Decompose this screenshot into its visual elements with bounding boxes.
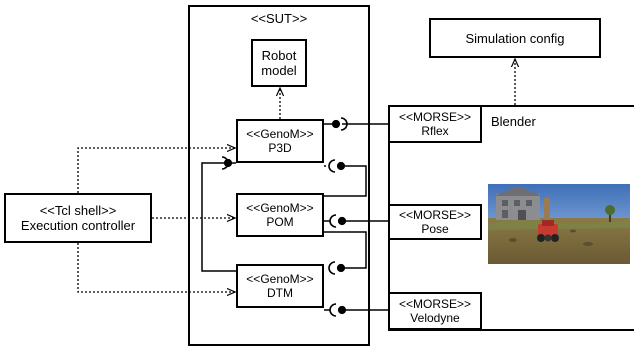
link-pom-to-p3d (324, 165, 367, 197)
genom-dtm-stereotype: <<GenoM>> (246, 272, 314, 286)
robot-model-line1: Robot (261, 48, 297, 63)
morse-velodyne-name: Velodyne (410, 311, 460, 325)
genom-p3d-box: <<GenoM>> P3D (236, 119, 324, 163)
genom-pom-name: POM (266, 215, 294, 229)
simulation-config-label: Simulation config (465, 30, 565, 46)
genom-p3d-name: P3D (268, 141, 292, 155)
morse-pose-stereotype: <<MORSE>> (398, 208, 472, 222)
morse-pose-box: <<MORSE>> Pose (388, 204, 482, 240)
simulation-config-box: Simulation config (429, 18, 601, 58)
morse-velodyne-stereotype: <<MORSE>> (398, 297, 472, 311)
morse-rflex-name: Rflex (421, 124, 449, 138)
genom-p3d-stereotype: <<GenoM>> (246, 127, 314, 141)
simulation-scene-image (488, 184, 630, 264)
dependency-arrow-dtm (77, 243, 235, 292)
execution-controller-name: Execution controller (20, 218, 136, 233)
required-interface-icon (328, 261, 336, 275)
genom-dtm-box: <<GenoM>> DTM (236, 264, 324, 308)
morse-rflex-box: <<MORSE>> Rflex (388, 105, 482, 143)
required-interface-icon (328, 159, 336, 173)
robot-model-line2: model (261, 63, 297, 78)
morse-rflex-stereotype: <<MORSE>> (398, 110, 472, 124)
simulation-scene-drawing (488, 184, 630, 264)
genom-pom-box: <<GenoM>> POM (236, 193, 324, 237)
genom-dtm-name: DTM (267, 286, 293, 300)
required-interface-icon (329, 303, 337, 317)
solid-links (201, 123, 388, 311)
link-dtm-to-p3d (201, 162, 236, 272)
provided-interface-icon (337, 305, 347, 315)
execution-controller-stereotype: <<Tcl shell>> (39, 203, 117, 218)
required-interface-icon (340, 117, 348, 131)
sut-title: <<SUT>> (250, 11, 308, 26)
provided-interface-icon (331, 119, 341, 129)
morse-pose-name: Pose (421, 222, 449, 236)
provided-interface-icon (337, 216, 347, 226)
link-pom-to-dtm (324, 231, 367, 269)
required-interface-icon (329, 214, 337, 228)
interface-symbols (221, 117, 348, 317)
blender-label: Blender (491, 114, 536, 129)
controller-dependencies (77, 59, 515, 292)
provided-interface-icon (336, 263, 346, 273)
required-interface-icon (221, 156, 229, 170)
genom-pom-stereotype: <<GenoM>> (246, 201, 314, 215)
morse-velodyne-box: <<MORSE>> Velodyne (388, 292, 482, 330)
dependency-arrow-p3d (77, 148, 235, 193)
execution-controller-box: <<Tcl shell>> Execution controller (4, 193, 152, 243)
provided-interface-icon (336, 161, 346, 171)
robot-model-box: Robot model (251, 39, 307, 87)
